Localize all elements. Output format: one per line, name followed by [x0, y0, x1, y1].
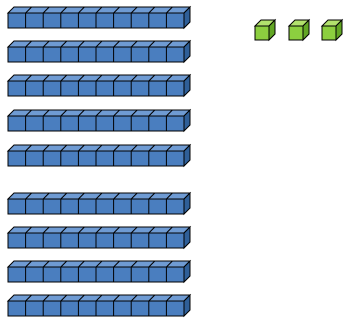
rod-cube-divider — [25, 40, 32, 48]
rod-cube-divider — [78, 40, 85, 48]
rod-cube-divider — [130, 40, 138, 48]
tens-rod — [6, 5, 192, 30]
rod-cube-divider — [78, 6, 85, 14]
tens-rod — [6, 225, 192, 250]
ones-cube — [287, 18, 311, 42]
rod-cube-divider — [166, 40, 173, 48]
rod-cube-divider — [166, 260, 173, 268]
rod-cube-divider — [166, 109, 173, 117]
rod-cube-divider — [113, 40, 120, 48]
rod-cube-divider — [95, 144, 103, 152]
rod-cube-divider — [42, 294, 50, 302]
rod-cube-divider — [166, 226, 173, 234]
tens-rod — [6, 191, 192, 216]
cube-front-face — [321, 25, 337, 41]
rod-cube-divider — [60, 40, 68, 48]
rod-cube-divider — [130, 144, 138, 152]
rod-cube-divider — [60, 6, 68, 14]
rod-cube-divider — [78, 226, 85, 234]
rod-cube-divider — [42, 6, 50, 14]
ones-cubes-group — [253, 18, 344, 42]
rod-cube-divider — [78, 144, 85, 152]
rod-cube-divider — [166, 74, 173, 82]
rod-cube-divider — [130, 260, 138, 268]
tens-rod — [6, 293, 192, 318]
tens-rod — [6, 73, 192, 98]
rod-cube-divider — [113, 109, 120, 117]
cube-front-face — [288, 25, 304, 41]
rod-cube-divider — [95, 260, 103, 268]
rod-cube-divider — [60, 192, 68, 200]
rod-cube-divider — [60, 226, 68, 234]
rod-cube-divider — [148, 74, 156, 82]
rod-cube-divider — [166, 294, 173, 302]
rod-cube-divider — [42, 74, 50, 82]
rod-cube-divider — [148, 6, 156, 14]
rod-cube-divider — [78, 74, 85, 82]
rod-cube-divider — [42, 40, 50, 48]
rod-cube-divider — [148, 40, 156, 48]
rod-cube-divider — [78, 294, 85, 302]
rod-cube-divider — [130, 109, 138, 117]
rod-cube-divider — [113, 192, 120, 200]
rod-cube-divider — [95, 192, 103, 200]
rod-cube-divider — [42, 192, 50, 200]
tens-rod — [6, 143, 192, 168]
rod-cube-divider — [95, 40, 103, 48]
rod-cube-divider — [113, 74, 120, 82]
cube-front-face — [254, 25, 270, 41]
rod-cube-divider — [113, 260, 120, 268]
rod-cube-divider — [130, 74, 138, 82]
rod-cube-divider — [95, 294, 103, 302]
rod-cube-divider — [130, 6, 138, 14]
ones-cube — [253, 18, 277, 42]
rod-cube-divider — [95, 74, 103, 82]
rod-cube-divider — [148, 226, 156, 234]
ones-cube — [320, 18, 344, 42]
tens-rod — [6, 108, 192, 133]
rod-cube-divider — [60, 144, 68, 152]
rod-cube-divider — [60, 260, 68, 268]
rod-cube-divider — [113, 226, 120, 234]
rod-cube-divider — [60, 294, 68, 302]
rod-cube-divider — [78, 260, 85, 268]
rod-cube-divider — [148, 192, 156, 200]
rod-cube-divider — [148, 294, 156, 302]
rod-cube-divider — [166, 144, 173, 152]
tens-rods-group — [6, 5, 192, 318]
rod-cube-divider — [148, 260, 156, 268]
rod-cube-divider — [130, 226, 138, 234]
rod-cube-divider — [113, 294, 120, 302]
rod-cube-divider — [95, 226, 103, 234]
rod-cube-divider — [113, 6, 120, 14]
rod-cube-divider — [42, 260, 50, 268]
rod-cube-divider — [130, 192, 138, 200]
rod-cube-divider — [25, 192, 32, 200]
rod-cube-divider — [25, 109, 32, 117]
tens-rod — [6, 259, 192, 284]
rod-cube-divider — [25, 74, 32, 82]
rod-cube-divider — [166, 6, 173, 14]
rod-cube-divider — [42, 226, 50, 234]
rod-cube-divider — [25, 6, 32, 14]
rod-cube-divider — [148, 109, 156, 117]
rod-cube-divider — [42, 109, 50, 117]
rod-cube-divider — [95, 109, 103, 117]
rod-cube-divider — [25, 144, 32, 152]
rod-cube-divider — [42, 144, 50, 152]
rod-cube-divider — [78, 109, 85, 117]
rod-cube-divider — [25, 226, 32, 234]
rod-cube-divider — [130, 294, 138, 302]
rod-cube-divider — [148, 144, 156, 152]
rod-cube-divider — [60, 74, 68, 82]
rod-cube-divider — [113, 144, 120, 152]
rod-cube-divider — [166, 192, 173, 200]
rod-cube-divider — [60, 109, 68, 117]
rod-cube-divider — [78, 192, 85, 200]
rod-cube-divider — [95, 6, 103, 14]
rod-cube-divider — [25, 294, 32, 302]
tens-rod — [6, 39, 192, 64]
rod-cube-divider — [25, 260, 32, 268]
